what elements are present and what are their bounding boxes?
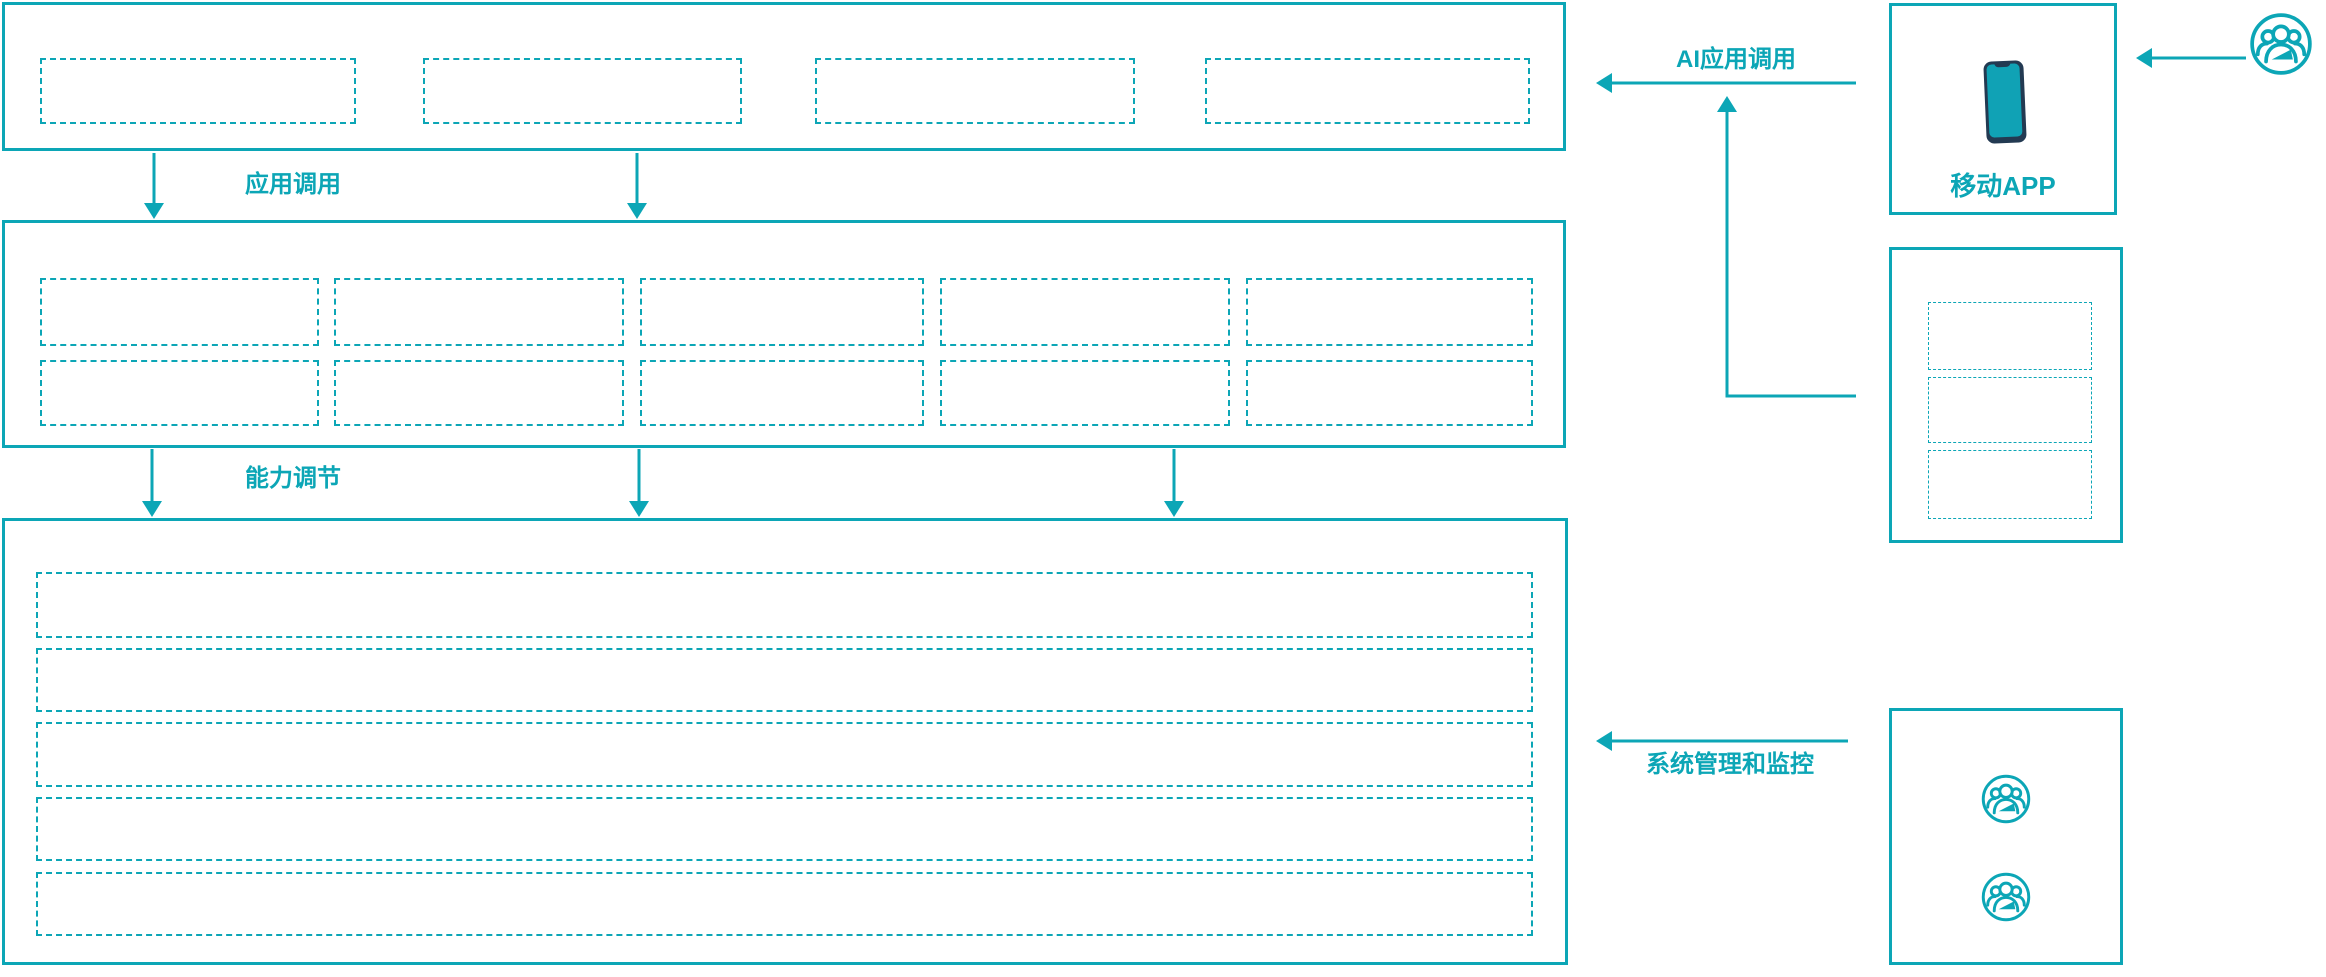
user-to-app-arrow <box>2136 48 2246 68</box>
mobile-app-label: 移动APP <box>1950 171 2056 201</box>
ai-app-call-label: AI应用调用 <box>1676 46 1796 73</box>
smartphone-screen <box>1986 63 2023 138</box>
smartphone-icon <box>1983 60 2027 144</box>
placeholder-box <box>334 360 624 426</box>
ai-app-call-arrow <box>1596 73 1856 93</box>
placeholder-box <box>640 278 924 346</box>
placeholder-box <box>40 58 356 124</box>
app-call-label: 应用调用 <box>245 171 341 198</box>
top-layer-box <box>2 2 1566 151</box>
system-monitoring-label: 系统管理和监控 <box>1646 751 1814 778</box>
capability-arrow-3 <box>1164 449 1184 517</box>
middle-right-panel <box>1889 247 2123 543</box>
placeholder-box <box>1928 450 2092 519</box>
bottom-layer-box <box>2 518 1568 965</box>
capability-arrow-2 <box>629 449 649 517</box>
placeholder-box <box>36 648 1533 712</box>
placeholder-box <box>36 722 1533 787</box>
placeholder-box <box>940 278 1230 346</box>
admin-panel <box>1889 708 2123 965</box>
capability-adjust-label: 能力调节 <box>245 465 341 492</box>
placeholder-box <box>40 278 319 346</box>
placeholder-box <box>640 360 924 426</box>
middle-panel-elbow-arrow <box>1717 96 1856 398</box>
placeholder-box <box>1246 360 1533 426</box>
placeholder-box <box>423 58 742 124</box>
system-monitoring-arrow <box>1596 731 1848 751</box>
users-icon <box>2250 13 2312 75</box>
smartphone-home-bar <box>1995 138 2014 142</box>
placeholder-box <box>1205 58 1530 124</box>
mobile-app-panel: 移动APP <box>1889 3 2117 215</box>
placeholder-box <box>40 360 319 426</box>
placeholder-box <box>36 872 1533 936</box>
placeholder-box <box>940 360 1230 426</box>
users-icon <box>1981 872 2031 922</box>
capability-arrow-1 <box>142 449 162 517</box>
placeholder-box <box>1928 377 2092 443</box>
users-icon <box>1981 774 2031 824</box>
app-call-arrow-2 <box>627 153 647 219</box>
placeholder-box <box>815 58 1135 124</box>
app-call-arrow-1 <box>144 153 164 219</box>
placeholder-box <box>1928 302 2092 370</box>
placeholder-box <box>36 797 1533 861</box>
middle-layer-box <box>2 220 1566 448</box>
placeholder-box <box>334 278 624 346</box>
placeholder-box <box>36 572 1533 638</box>
placeholder-box <box>1246 278 1533 346</box>
